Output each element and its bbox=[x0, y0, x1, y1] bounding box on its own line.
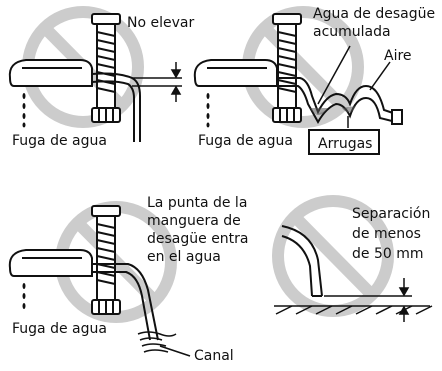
label-water-leak: Fuga de agua bbox=[12, 321, 107, 337]
label-water-leak: Fuga de agua bbox=[198, 133, 293, 149]
bolt-icon bbox=[91, 205, 121, 315]
label-wrinkles: Arrugas bbox=[318, 136, 372, 152]
indoor-unit bbox=[8, 59, 93, 87]
label-air: Aire bbox=[384, 48, 412, 64]
drain-hose bbox=[92, 263, 159, 341]
label-gap-line3: de 50 mm bbox=[352, 246, 424, 262]
panel-hose-tip-in-water: La punta de la manguera de desagüe entra… bbox=[8, 195, 249, 364]
label-accumulated-water-line2: acumulada bbox=[313, 24, 391, 40]
wrinkled-drain-hose bbox=[277, 77, 397, 125]
label-gap-line1: Separación bbox=[352, 206, 430, 222]
accumulated-water bbox=[310, 106, 356, 115]
bolt-icon bbox=[91, 13, 121, 123]
label-channel: Canal bbox=[194, 348, 234, 364]
bolt-icon bbox=[272, 13, 302, 123]
water-drops bbox=[22, 283, 26, 309]
rise-dimension bbox=[132, 62, 182, 102]
leader-lines bbox=[317, 45, 391, 128]
panel-no-raise: No elevar Fuga de agua bbox=[8, 6, 194, 149]
water-drops bbox=[206, 93, 210, 128]
label-water-leak: Fuga de agua bbox=[12, 133, 107, 149]
label-tip-line2: manguera de bbox=[147, 213, 241, 229]
water-drops bbox=[22, 93, 26, 128]
indoor-unit bbox=[193, 59, 278, 87]
label-tip-line3: desagüe entra bbox=[147, 231, 249, 247]
drain-channel-water bbox=[137, 331, 191, 357]
label-gap-line2: de menos bbox=[352, 226, 421, 242]
label-tip-line1: La punta de la bbox=[147, 195, 247, 211]
prohibition-sign bbox=[272, 195, 394, 317]
gap-dimension bbox=[324, 278, 412, 322]
drain-hose-end bbox=[281, 225, 323, 297]
panel-wrinkles: Agua de desagüe acumulada Aire Fuga de a… bbox=[193, 6, 435, 155]
hose-end-cap bbox=[391, 109, 403, 125]
wrinkles-label-box bbox=[308, 129, 380, 155]
label-tip-line4: en el agua bbox=[147, 249, 221, 265]
label-no-raise: No elevar bbox=[127, 15, 194, 31]
panel-gap-under-50mm: Separación de menos de 50 mm bbox=[272, 195, 433, 322]
indoor-unit bbox=[8, 249, 93, 277]
label-accumulated-water-line1: Agua de desagüe bbox=[313, 6, 435, 22]
